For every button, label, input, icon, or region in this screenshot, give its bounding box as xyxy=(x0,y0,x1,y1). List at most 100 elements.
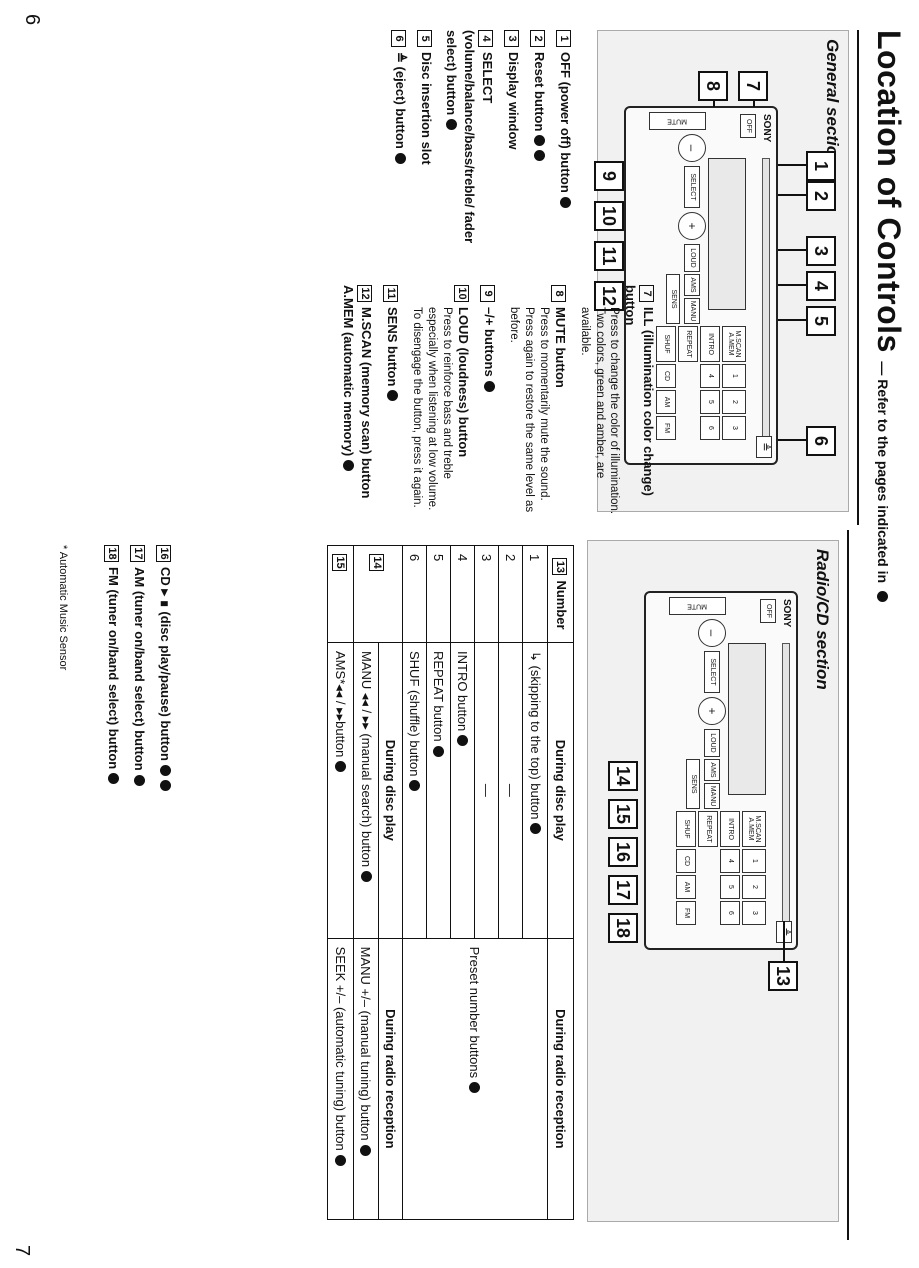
left-page-number: 6 xyxy=(21,14,43,26)
preset-5-button[interactable]: 5 xyxy=(720,875,740,899)
off-button[interactable]: OFF xyxy=(760,599,776,623)
right-title-rule xyxy=(847,530,849,1240)
table-subheader-row: 14 During disc play During radio recepti… xyxy=(353,545,403,1220)
select-button[interactable]: SELECT xyxy=(704,651,720,693)
plus-button[interactable]: + xyxy=(698,697,726,725)
radio-items: 16CD ▸ ∎ (disc play/pause) button 17AM (… xyxy=(96,545,174,945)
mute-button[interactable]: MUTE xyxy=(669,597,726,615)
repeat-button[interactable]: REPEAT xyxy=(678,326,698,362)
table-header: During radio reception xyxy=(547,938,574,1220)
leader-8 xyxy=(713,99,715,107)
item-2: 2Reset button xyxy=(530,30,548,270)
page-ref-dot-icon xyxy=(433,745,444,757)
intro-button[interactable]: INTRO xyxy=(700,326,720,362)
sens-button[interactable]: SENS xyxy=(686,759,700,809)
footnote: * Automatic Music Sensor xyxy=(57,545,69,671)
item-16: 16CD ▸ ∎ (disc play/pause) button xyxy=(156,545,174,945)
preset-4-button[interactable]: 4 xyxy=(720,849,740,873)
table-row: 1 ↳ (skipping to the top) button Preset … xyxy=(402,545,548,1220)
page-ref-dot-icon xyxy=(335,761,347,773)
preset-6-button[interactable]: 6 xyxy=(720,901,740,925)
radio-cd-section-panel: Radio/CD section SONY OFF MUTE – SELECT … xyxy=(587,540,839,1222)
page-ref-dot-icon xyxy=(134,774,145,786)
cd-play-pause-button[interactable]: CD xyxy=(676,849,696,873)
preset-number-buttons-cell: Preset number buttons xyxy=(402,938,548,1220)
plus-button[interactable]: + xyxy=(678,212,706,240)
preset-5-button[interactable]: 5 xyxy=(700,390,720,414)
minus-button[interactable]: – xyxy=(698,619,726,647)
page-ref-dot-icon xyxy=(457,735,468,747)
shuf-button[interactable]: SHUF xyxy=(676,811,696,847)
page-ref-dot-icon xyxy=(361,871,372,883)
leader-13 xyxy=(783,921,785,961)
callout-4: 4 xyxy=(806,271,836,301)
callout-5: 5 xyxy=(806,306,836,336)
intro-button[interactable]: INTRO xyxy=(720,811,740,847)
sens-button[interactable]: SENS xyxy=(666,274,680,324)
callout-3: 3 xyxy=(806,236,836,266)
fm-button[interactable]: FM xyxy=(656,416,676,440)
table-row: MANU ◂◂ / ▸▸ (manual search) button MANU… xyxy=(353,546,379,1220)
page-ref-dot-icon xyxy=(343,460,355,472)
callout-17: 17 xyxy=(608,875,638,905)
preset-3-button[interactable]: 3 xyxy=(742,901,766,925)
callout-11: 11 xyxy=(594,241,624,271)
repeat-button[interactable]: REPEAT xyxy=(698,811,718,847)
preset-2-button[interactable]: 2 xyxy=(722,390,746,414)
display-window xyxy=(708,158,746,310)
leader-1 xyxy=(778,164,808,166)
item-11: 11SENS button xyxy=(383,285,401,520)
preset-6-button[interactable]: 6 xyxy=(700,416,720,440)
callout-1: 1 xyxy=(806,151,836,181)
leader-2 xyxy=(778,194,808,196)
table-header: 13Number xyxy=(547,545,574,643)
page-ref-dot-icon xyxy=(534,150,545,162)
ams-button[interactable]: AMS xyxy=(704,759,720,781)
callout-18: 18 xyxy=(608,913,638,943)
page-subtitle: — Refer to the pages indicated in xyxy=(875,361,891,584)
item-18: 18FM (tuner on/band select) button xyxy=(104,545,122,945)
cd-play-pause-button[interactable]: CD xyxy=(656,364,676,388)
mute-button[interactable]: MUTE xyxy=(649,112,706,130)
controls-table: 13Number During disc play During radio r… xyxy=(327,545,574,1220)
off-button[interactable]: OFF xyxy=(740,114,756,138)
select-button[interactable]: SELECT xyxy=(684,166,700,208)
ams-button[interactable]: AMS xyxy=(684,274,700,296)
page-ref-dot-icon xyxy=(160,764,171,776)
radio-device-illustration: SONY OFF MUTE – SELECT + LOUD AMS MANU S… xyxy=(644,591,798,950)
shuf-button[interactable]: SHUF xyxy=(656,326,676,362)
preset-4-button[interactable]: 4 xyxy=(700,364,720,388)
manu-button[interactable]: MANU xyxy=(704,783,720,809)
minus-button[interactable]: – xyxy=(678,134,706,162)
am-button[interactable]: AM xyxy=(656,390,676,414)
callout-7: 7 xyxy=(738,71,768,101)
fm-button[interactable]: FM xyxy=(676,901,696,925)
item-12: 12M.SCAN (memory scan) button A.MEM (aut… xyxy=(341,285,375,499)
preset-2-button[interactable]: 2 xyxy=(742,875,766,899)
eject-button[interactable]: ≜ xyxy=(756,436,772,458)
item-1: 1OFF (power off) button xyxy=(556,30,574,270)
item-17: 17AM (tuner on/band select) button xyxy=(130,545,148,945)
page-ref-dot-icon xyxy=(469,1082,481,1094)
table-header: During disc play xyxy=(547,642,574,939)
preset-1-button[interactable]: 1 xyxy=(742,849,766,873)
callout-15: 15 xyxy=(608,799,638,829)
preset-1-button[interactable]: 1 xyxy=(722,364,746,388)
am-button[interactable]: AM xyxy=(676,875,696,899)
page-ref-dot-icon xyxy=(394,152,406,164)
manu-button[interactable]: MANU xyxy=(684,298,700,324)
loud-button[interactable]: LOUD xyxy=(704,729,720,757)
callout-8: 8 xyxy=(698,71,728,101)
mscan-button[interactable]: M.SCAN A.MEM xyxy=(742,811,766,847)
preset-3-button[interactable]: 3 xyxy=(722,416,746,440)
item-9: 9–/+ buttons xyxy=(479,285,498,520)
mscan-button[interactable]: M.SCAN A.MEM xyxy=(722,326,746,362)
page-ref-dot-icon xyxy=(409,780,420,792)
loud-button[interactable]: LOUD xyxy=(684,244,700,272)
general-section-heading: General section xyxy=(823,39,842,167)
